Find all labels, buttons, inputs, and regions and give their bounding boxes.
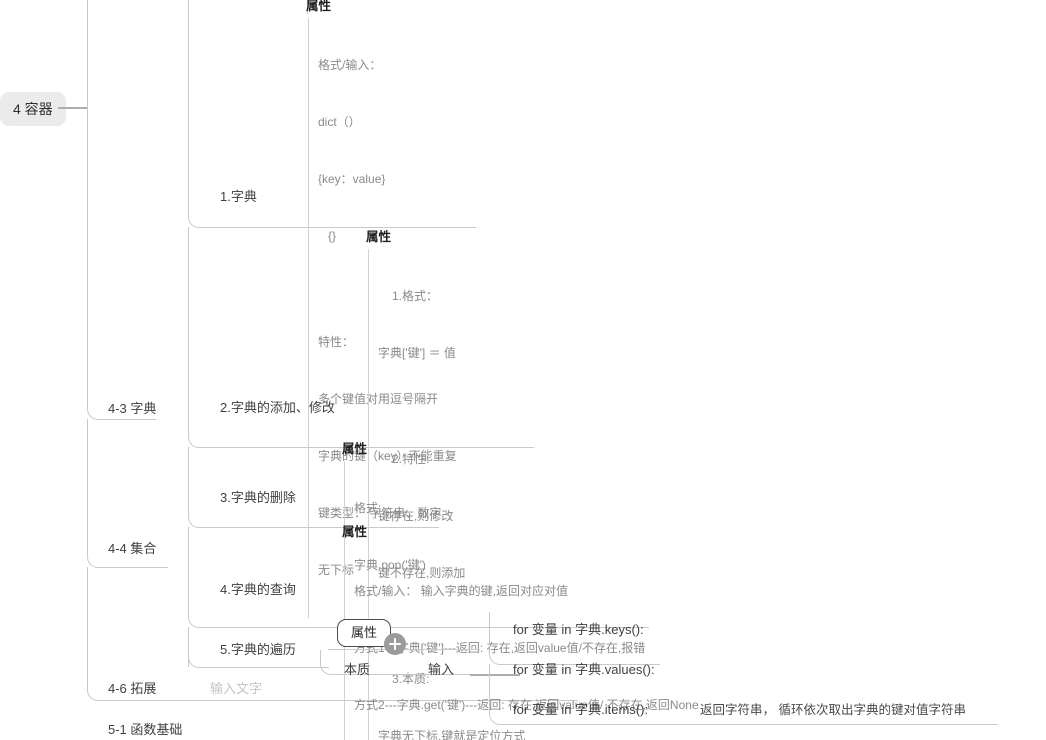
branch-corner-4 (188, 607, 649, 628)
block-line: {} (318, 229, 337, 243)
loops-corner-2 (489, 704, 998, 725)
block-line: 多个键值对用逗号隔开 (318, 392, 439, 406)
block-line: 格式: (354, 501, 382, 515)
branch-corner-3 (188, 507, 439, 528)
block-title-dict-delete: 属性 (342, 442, 368, 456)
block-body-dict-delete: 格式: 字典.pop('键') (344, 461, 426, 613)
sidebar-item-5-1[interactable]: 5-1 函数基础 (108, 721, 182, 739)
loop-item-items[interactable]: for 变量 in 字典.items(): (513, 701, 648, 719)
chapter-label-5-1: 5-1 函数基础 (108, 722, 183, 737)
loops-spine-2 (489, 664, 490, 704)
block-line: 格式/输入： 输入字典的键,返回对应对值 (354, 584, 569, 598)
block-title-dict-add-modify: 属性 (366, 230, 392, 244)
sidebar-item-4-3[interactable]: 4-3 字典 (108, 400, 156, 418)
block-line: 3.本质: (392, 672, 430, 686)
block-line: 字典无下标,键就是定位方式 (378, 729, 526, 740)
topic-label-3: 3.字典的删除 (220, 490, 296, 505)
topic-label-5: 5.字典的遍历 (220, 642, 296, 657)
spine-corner-4-3 (87, 399, 156, 420)
empty-node-placeholder[interactable]: 输入文字 (210, 680, 262, 698)
block-line: 键不存在,则添加 (378, 566, 466, 580)
selected-node-label: 属性 (351, 625, 378, 640)
loop-items-annotation[interactable]: 返回字符串， 循环依次取出字典的键对值字符串 (700, 701, 966, 719)
topic-item-3[interactable]: 3.字典的删除 (220, 489, 296, 507)
chapter-label-4-4: 4-4 集合 (108, 541, 157, 556)
loops-corner-1 (489, 644, 660, 665)
essence-label-text: 本质 (344, 662, 371, 677)
block-line: 特性： (318, 335, 355, 349)
block-line: 字典['键'] ＝ 值 (378, 346, 456, 360)
root-node-label: 4 容器 (13, 101, 53, 117)
chapter-label-4-3: 4-3 字典 (108, 401, 157, 416)
topic-item-4[interactable]: 4.字典的查询 (220, 581, 296, 599)
spine-top (87, 0, 88, 399)
detail-block-dict-query[interactable]: 属性 格式/输入： 输入字典的键,返回对应对值 方式1---字典['键']---… (342, 523, 699, 740)
block-body-dict-add-modify: 1.格式： 字典['键'] ＝ 值 2.特性: 键存在,则修改 键不存在,则添加… (368, 249, 525, 740)
loop-items-annotation-text: 返回字符串， 循环依次取出字典的键对值字符串 (700, 703, 966, 717)
loop-label-items: for 变量 in 字典.items(): (513, 702, 649, 717)
block-body-dict-query: 格式/输入： 输入字典的键,返回对应对值 方式1---字典['键']---返回:… (344, 544, 699, 740)
detail-block-dict-add-modify[interactable]: 属性 1.格式： 字典['键'] ＝ 值 2.特性: 键存在,则修改 键不存在,… (366, 228, 525, 740)
branch-spine-3 (188, 447, 189, 507)
detail-block-dict-basics[interactable]: 属性 格式/输入： dict（） {key：value} {} 特性： 多个键值… (306, 0, 457, 618)
loop-label-keys: for 变量 in 字典.keys(): (513, 622, 644, 637)
branch-spine-top (188, 0, 189, 207)
block-line: 键类型： 字符串、数字 (318, 506, 442, 520)
block-line: 键存在,则修改 (378, 509, 454, 523)
block-line: 1.格式： (392, 289, 439, 303)
topic-label-1: 1.字典 (220, 189, 257, 204)
loops-spine-top (489, 612, 490, 644)
loop-label-values: for 变量 in 字典.values(): (513, 662, 655, 677)
selected-node-attribute[interactable]: 属性 (337, 619, 392, 647)
essence-label[interactable]: 本质 (344, 661, 370, 679)
branch-spine-4 (188, 527, 189, 607)
block-line: 2.特性: (392, 452, 430, 466)
root-connector (58, 107, 88, 109)
input-label[interactable]: 输入 (428, 661, 454, 679)
spine-corner-4-4 (87, 547, 168, 568)
block-line: {key：value} (318, 172, 386, 186)
traverse-branch-connector (470, 674, 520, 676)
branch-corner-1 (188, 207, 476, 228)
root-node-container[interactable]: 4 容器 (0, 92, 66, 126)
topic-item-2[interactable]: 2.字典的添加、修改 (220, 399, 335, 417)
branch-corner-2 (188, 427, 534, 448)
topic-item-5[interactable]: 5.字典的遍历 (220, 641, 296, 659)
sidebar-item-4-4[interactable]: 4-4 集合 (108, 540, 156, 558)
block-line: 无下标 (318, 563, 355, 577)
block-line: dict（） (318, 115, 361, 129)
spine-bottom (87, 567, 88, 680)
detail-block-dict-delete[interactable]: 属性 格式: 字典.pop('键') (342, 440, 426, 613)
block-line: 字典的键（key）不能重复 (318, 449, 457, 463)
block-body-dict-basics: 格式/输入： dict（） {key：value} {} 特性： 多个键值对用逗… (308, 18, 457, 618)
sidebar-item-4-6[interactable]: 4-6 拓展 (108, 680, 156, 698)
chapter-label-4-6: 4-6 拓展 (108, 681, 157, 696)
block-line: 字典.pop('键') (354, 558, 426, 572)
block-1-stem (307, 0, 308, 14)
add-node-button[interactable] (384, 633, 406, 655)
spine-corner-4-6 (87, 680, 578, 701)
topic-label-2: 2.字典的添加、修改 (220, 400, 335, 415)
block-line: 格式/输入： (318, 58, 382, 72)
traverse-row-corner (320, 650, 481, 675)
block-title-dict-query: 属性 (342, 525, 368, 539)
empty-node-placeholder-label: 输入文字 (210, 681, 263, 696)
block-line: 方式2---字典.get('键')---返回: 存在,返回value值/ 不存在… (354, 698, 699, 712)
loop-item-keys[interactable]: for 变量 in 字典.keys(): (513, 621, 644, 639)
topic-label-4: 4.字典的查询 (220, 582, 296, 597)
topic-item-1[interactable]: 1.字典 (220, 188, 257, 206)
branch-spine-2 (188, 227, 189, 427)
spine-mid (87, 419, 88, 547)
block-line-spacer (378, 401, 525, 412)
loop-item-values[interactable]: for 变量 in 字典.values(): (513, 661, 655, 679)
branch-corner-5 (188, 647, 329, 668)
block-title-dict-basics: 属性 (306, 0, 332, 13)
input-label-text: 输入 (428, 662, 455, 677)
